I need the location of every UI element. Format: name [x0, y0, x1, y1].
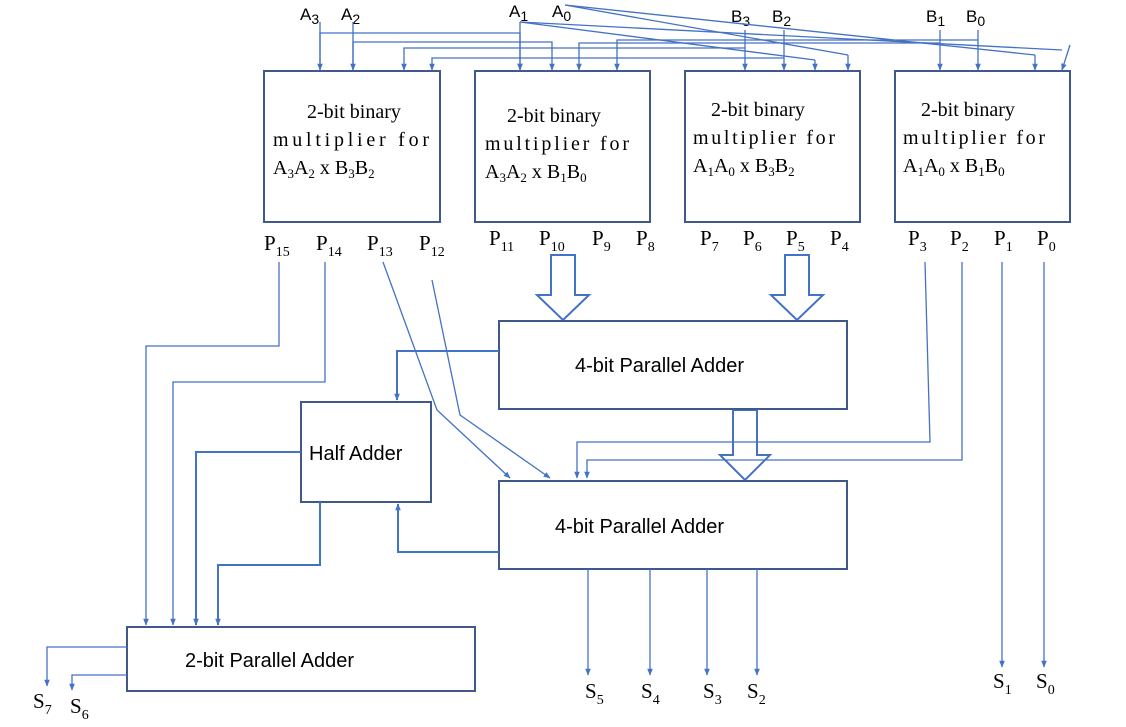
wire-half-sum — [193, 451, 301, 626]
adder4-bottom-label: 4-bit Parallel Adder — [555, 516, 724, 538]
adder4-top-label: 4-bit Parallel Adder — [575, 355, 744, 377]
product-label-p9: P9 — [592, 226, 611, 255]
product-label-p11: P11 — [489, 226, 514, 255]
bus-arrow-adder-sum — [717, 409, 773, 482]
multiplier-2-line2: multiplier for — [485, 133, 629, 155]
product-label-p6: P6 — [743, 226, 762, 255]
sum-label-s6: S6 — [70, 694, 89, 723]
sum-label-s3: S3 — [703, 679, 722, 708]
input-b0-label: B0 — [966, 7, 985, 29]
bus-arrow-p11-p8 — [534, 254, 592, 322]
multiplier-1-line1: 2-bit binary — [307, 101, 401, 123]
wire-a0-diag — [564, 4, 849, 56]
product-label-p15: P15 — [264, 231, 290, 260]
product-label-p5: P5 — [786, 226, 805, 255]
product-label-p12: P12 — [419, 231, 445, 260]
multiplier-2: 2-bit binary multiplier for A3A2 x B1B0 — [474, 70, 651, 223]
multiplier-1: 2-bit binary multiplier for A3A2 x B3B2 — [263, 70, 441, 223]
adder2-box — [126, 626, 476, 692]
multiplier-4-line2: multiplier for — [903, 127, 1045, 149]
multiplier-3-line3: A1A0 x B3B2 — [693, 155, 795, 179]
wire-b1-m2 — [576, 42, 940, 71]
wire-b2-m1 — [429, 57, 784, 71]
wire-a0-diag2 — [564, 4, 1036, 56]
multiplier-4-box — [894, 70, 1071, 223]
product-label-p8: P8 — [636, 226, 655, 255]
product-label-p2: P2 — [950, 226, 969, 255]
multiplier-1-line3: A3A2 x B3B2 — [273, 157, 375, 181]
half-adder-box — [300, 401, 432, 503]
adder2-label: 2-bit Parallel Adder — [185, 650, 354, 672]
sum-labels: S7 S6 S5 S4 S3 S2 S1 S0 — [33, 669, 1055, 723]
multiplier-4: 2-bit binary multiplier for A1A0 x B1B0 — [894, 70, 1071, 223]
internal-wires — [44, 261, 1047, 691]
wire-a1-diag — [519, 21, 816, 61]
product-label-p0: P0 — [1037, 226, 1056, 255]
wire-b-m4-pin4 — [1061, 44, 1071, 71]
input-a0-label: A0 — [552, 2, 571, 24]
multiplier-3: 2-bit binary multiplier for A1A0 x B3B2 — [684, 70, 861, 223]
sum-label-s5: S5 — [585, 679, 604, 708]
bus-arrow-p7-p4 — [768, 254, 826, 322]
product-label-p3: P3 — [908, 226, 927, 255]
sum-label-s1: S1 — [993, 669, 1012, 698]
product-label-p14: P14 — [316, 231, 342, 260]
wire-top-adder-carry — [394, 350, 499, 401]
input-wires — [317, 4, 1071, 71]
sum-label-s4: S4 — [641, 679, 660, 708]
sum-label-s0: S0 — [1036, 669, 1055, 698]
multiplier-4-line3: A1A0 x B1B0 — [903, 155, 1005, 179]
multiplier-3-line1: 2-bit binary — [711, 99, 805, 121]
input-a2-label: A2 — [341, 5, 360, 27]
input-b1-label: B1 — [926, 7, 945, 29]
wire-p2 — [584, 262, 963, 479]
wire-p14 — [170, 262, 326, 626]
sum-label-s7: S7 — [33, 689, 52, 718]
input-a3-label: A3 — [300, 5, 319, 27]
product-labels: P15 P14 P13 P12 P11 P10 P9 P8 P7 P6 P5 P… — [264, 226, 1056, 260]
input-b2-label: B2 — [772, 7, 791, 29]
input-a1-label: A1 — [509, 2, 528, 24]
wire-s7 — [44, 646, 127, 687]
multiplier-3-box — [684, 70, 861, 223]
wire-a2 — [352, 41, 555, 71]
wire-bottom-adder-carry — [395, 503, 499, 553]
wire-p15 — [143, 262, 280, 626]
wire-b3-m1 — [401, 47, 745, 71]
product-label-p1: P1 — [994, 226, 1013, 255]
product-label-p4: P4 — [830, 226, 849, 255]
multiplier-2-line3: A3A2 x B1B0 — [485, 161, 587, 185]
wire-a1-diag2 — [519, 21, 1063, 51]
wire-a3 — [319, 32, 523, 71]
sum-label-s2: S2 — [747, 679, 766, 708]
wire-half-carry — [215, 502, 321, 626]
multiplier-2-box — [474, 70, 651, 223]
wire-p3 — [574, 261, 931, 479]
wire-s6 — [69, 674, 127, 691]
wire-p12 — [431, 279, 551, 479]
multiplier-1-box — [263, 70, 441, 223]
multiplier-4-line1: 2-bit binary — [921, 99, 1015, 121]
multiplier-3-line2: multiplier for — [693, 127, 835, 149]
wire-b0-m2 — [614, 39, 978, 71]
product-label-p10: P10 — [539, 226, 565, 255]
wire-p13 — [382, 261, 511, 479]
adder4-bottom-box — [498, 480, 848, 570]
half-adder-label: Half Adder — [309, 443, 403, 465]
adder4-top-box — [498, 320, 848, 410]
input-b3-label: B3 — [731, 7, 750, 29]
product-label-p13: P13 — [367, 231, 393, 260]
product-label-p7: P7 — [700, 226, 719, 255]
multiplier-2-line1: 2-bit binary — [507, 105, 601, 127]
